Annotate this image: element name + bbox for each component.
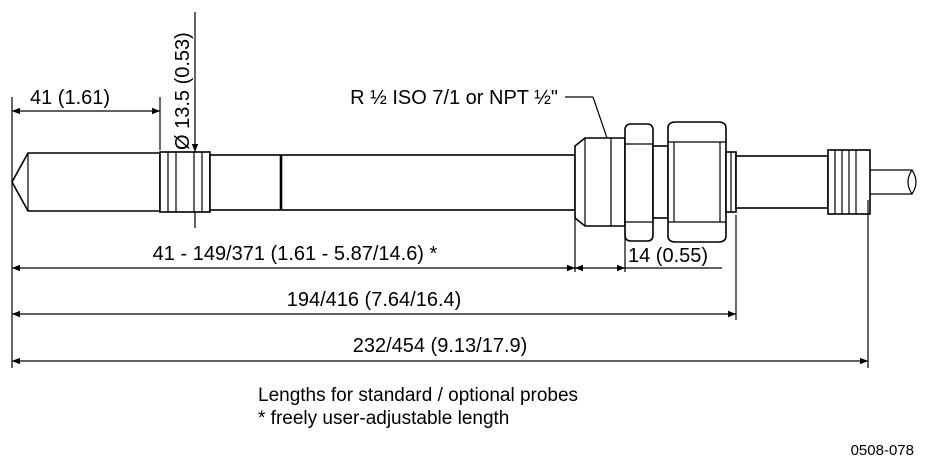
rear-tube [735,155,829,209]
tip-length-label: 41 (1.61) [30,87,110,109]
note-standard-optional: Lengths for standard / optional probes [258,385,578,406]
probe-shaft [209,154,576,211]
adjustable-length-label: 41 - 149/371 (1.61 - 5.87/14.6) * [153,243,438,265]
hex-nut [624,123,654,242]
total-length-label: 232/454 (9.13/17.9) [353,335,528,357]
nut-length-label: 14 (0.55) [628,245,708,267]
dimension-lines [11,12,869,368]
thread-fitting [574,137,626,227]
large-hex-nut [667,121,727,243]
thread-label: R ½ ISO 7/1 or NPT ½" [350,87,558,109]
note-adjustable: * freely user-adjustable length [258,408,509,429]
cable [870,169,917,195]
probe-tip [11,152,161,212]
reference-code: 0508-078 [851,442,914,459]
body-length-label: 194/416 (7.64/16.4) [287,289,462,311]
diameter-label: Ø 13.5 (0.53) [172,32,194,150]
probe-outline [11,121,917,243]
